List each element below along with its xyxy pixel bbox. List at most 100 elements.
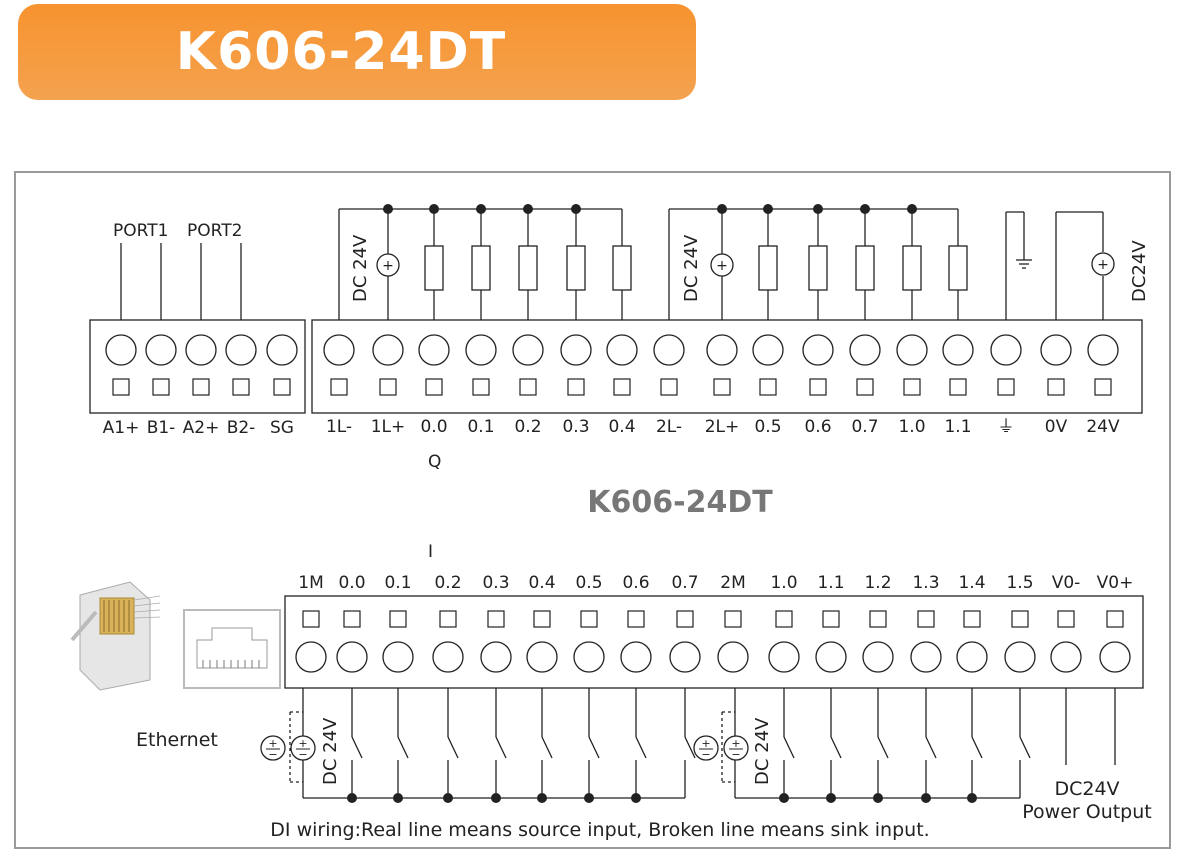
junction-dot xyxy=(921,793,931,803)
wire xyxy=(684,736,696,759)
input-terminal-2-slot xyxy=(343,610,361,628)
output-terminal-4-slot xyxy=(472,378,490,396)
output-terminal-14-slot xyxy=(949,378,967,396)
output-terminal-13-screw xyxy=(896,334,928,366)
input-terminal-18-screw xyxy=(1099,641,1131,673)
dc-source-icon xyxy=(376,253,400,277)
input-terminal-2-screw xyxy=(336,641,368,673)
rj45-plug-icon xyxy=(70,581,161,691)
wire xyxy=(495,736,507,759)
junction-dot xyxy=(476,204,486,214)
input-terminal-1-screw xyxy=(295,641,327,673)
junction-dot xyxy=(523,204,533,214)
output-terminal-16-screw xyxy=(1040,334,1072,366)
comm-terminal-block xyxy=(89,319,306,414)
dc-source-sign: + xyxy=(268,737,277,750)
input-terminal-label: 0.4 xyxy=(528,573,555,593)
input-terminal-16-screw xyxy=(1004,641,1036,673)
input-terminal-9-slot xyxy=(676,610,694,628)
model-label: K606-24DT xyxy=(587,485,773,520)
output-terminal-label: 0.5 xyxy=(754,417,781,437)
input-terminal-11-screw xyxy=(768,641,800,673)
output-terminal-label: 1L+ xyxy=(371,417,406,437)
dc-source-sign: + xyxy=(731,737,740,750)
components: ++++−+−+−+− xyxy=(260,204,1115,803)
port2-label: PORT2 xyxy=(187,221,242,241)
output-terminal-10-slot xyxy=(759,378,777,396)
output-terminal-label: 1.1 xyxy=(944,417,971,437)
wire xyxy=(783,736,795,759)
input-terminal-14-slot xyxy=(917,610,935,628)
output-terminal-label: 0.2 xyxy=(514,417,541,437)
load-resistor xyxy=(758,245,778,291)
input-terminal-12-screw xyxy=(815,641,847,673)
output-terminal-11-slot xyxy=(809,378,827,396)
comm-terminal-5-screw xyxy=(266,334,298,366)
input-terminal-label: 2M xyxy=(720,573,745,593)
input-terminal-14-screw xyxy=(910,641,942,673)
junction-dot xyxy=(537,793,547,803)
output-terminal-16-slot xyxy=(1047,378,1065,396)
title: K606-24DT xyxy=(175,22,507,82)
input-terminal-9-screw xyxy=(669,641,701,673)
output-terminal-17-slot xyxy=(1094,378,1112,396)
wire xyxy=(541,736,553,759)
output-group-label: Q xyxy=(428,452,441,472)
input-group-label: I xyxy=(428,542,433,562)
input-terminal-6-screw xyxy=(526,641,558,673)
output-terminal-label: 0V xyxy=(1045,417,1068,437)
load-resistor xyxy=(808,245,828,291)
dc-source-sign: − xyxy=(298,748,307,761)
rj45-jack-icon xyxy=(183,609,281,689)
output-terminal-6-slot xyxy=(567,378,585,396)
load-resistor xyxy=(518,245,538,291)
dc-source-sign: + xyxy=(701,737,710,750)
input-terminal-label: V0+ xyxy=(1097,573,1134,593)
input-terminal-18-slot xyxy=(1106,610,1124,628)
output-terminal-10-screw xyxy=(752,334,784,366)
input-terminal-13-slot xyxy=(869,610,887,628)
comm-terminal-5-slot xyxy=(273,378,291,396)
port1-label: PORT1 xyxy=(113,221,168,241)
junction-dot xyxy=(491,793,501,803)
junction-dot xyxy=(443,793,453,803)
load-resistor xyxy=(566,245,586,291)
comm-terminal-label: SG xyxy=(270,418,294,438)
comm-terminal-4-slot xyxy=(232,378,250,396)
junction-dot xyxy=(631,793,641,803)
output-terminal-label: ⏚ xyxy=(998,417,1015,437)
input-terminal-1-slot xyxy=(302,610,320,628)
output-terminal-4-screw xyxy=(465,334,497,366)
input-terminal-17-screw xyxy=(1050,641,1082,673)
input-terminal-label: 0.1 xyxy=(384,573,411,593)
output-terminal-label: 2L- xyxy=(656,417,682,437)
output-terminal-8-slot xyxy=(660,378,678,396)
input-terminal-label: 1M xyxy=(298,573,323,593)
input-terminal-label: 1.1 xyxy=(817,573,844,593)
output-terminal-5-slot xyxy=(519,378,537,396)
dc-source-icon xyxy=(710,253,734,277)
output-terminal-label: 0.7 xyxy=(851,417,878,437)
junction-dot xyxy=(571,204,581,214)
ethernet-label: Ethernet xyxy=(136,729,218,751)
load-resistor xyxy=(855,245,875,291)
input-terminal-label: 0.5 xyxy=(575,573,602,593)
input-terminal-label: 0.3 xyxy=(482,573,509,593)
dc-source-sign: + xyxy=(716,258,728,274)
wire xyxy=(351,736,363,759)
output-terminal-label: 0.0 xyxy=(420,417,447,437)
junction-dot xyxy=(383,204,393,214)
output-terminal-12-slot xyxy=(856,378,874,396)
input-terminal-label: 0.7 xyxy=(671,573,698,593)
input-terminal-8-slot xyxy=(627,610,645,628)
output-terminal-label: 1L- xyxy=(326,417,352,437)
wire xyxy=(447,736,459,759)
input-terminal-block xyxy=(284,595,1144,689)
comm-terminal-label: A1+ xyxy=(103,418,140,438)
input-terminal-11-slot xyxy=(775,610,793,628)
input-terminal-3-slot xyxy=(389,610,407,628)
input-terminal-label: 1.0 xyxy=(770,573,797,593)
junction-dot xyxy=(429,204,439,214)
junction-dot xyxy=(717,204,727,214)
